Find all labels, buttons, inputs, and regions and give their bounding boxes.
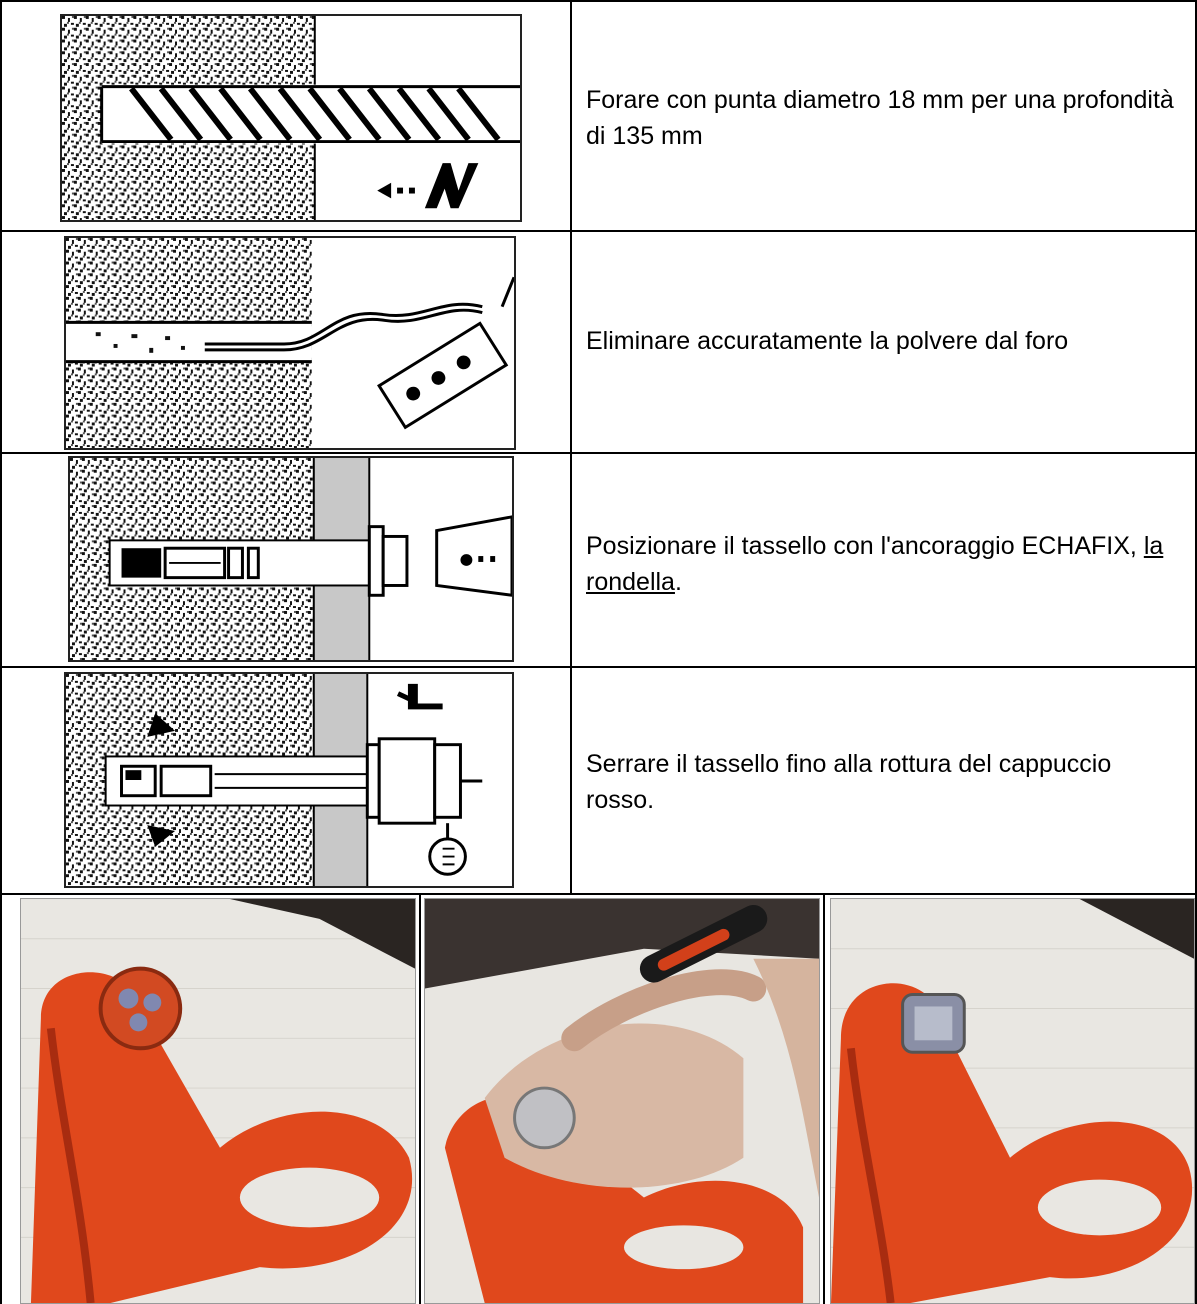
photo-anchor-eye-mounted <box>20 898 416 1304</box>
row-divider <box>0 893 1197 895</box>
table-border-right <box>1195 0 1197 1304</box>
column-divider <box>570 0 572 895</box>
step-3-text-end: . <box>674 568 682 596</box>
photo-divider <box>823 893 825 1304</box>
drill-into-concrete-icon <box>60 14 522 222</box>
photo-tightening-anchor <box>424 898 820 1304</box>
step-4-text: Serrare il tassello fino alla rottura de… <box>586 750 1112 814</box>
blow-out-dust-icon <box>64 236 516 450</box>
row-divider <box>0 452 1197 454</box>
row-divider <box>0 230 1197 232</box>
insert-anchor-icon <box>68 456 514 662</box>
step-2-text: Eliminare accuratamente la polvere dal f… <box>586 327 1069 355</box>
photo-anchor-cap-broken <box>830 898 1195 1304</box>
row-divider <box>0 666 1197 668</box>
table-border-left <box>0 0 2 1304</box>
step-3-text: Posizionare il tassello con l'ancoraggio… <box>586 528 1186 600</box>
step-3-text-main: Posizionare il tassello con l'ancoraggio… <box>586 532 1144 560</box>
tighten-anchor-icon <box>64 672 514 888</box>
table-border-top <box>0 0 1197 2</box>
step-3-link-washer[interactable]: la rondella <box>586 532 1164 596</box>
photo-divider <box>419 893 421 1304</box>
step-1-text: Forare con punta diametro 18 mm per una … <box>586 86 1174 150</box>
